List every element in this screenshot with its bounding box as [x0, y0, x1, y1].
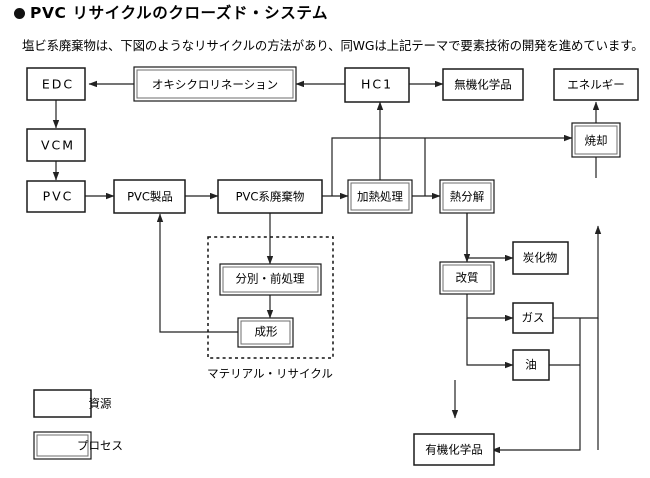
- node-pvc[interactable]: PVC: [26, 180, 86, 213]
- node-pvc-waste-label: PVC系廃棄物: [236, 190, 305, 204]
- node-molding[interactable]: 成形: [237, 317, 294, 348]
- node-sorting-pretreatment[interactable]: 分別・前処理: [219, 263, 322, 296]
- edge-pyrolysis-to-char: [466, 212, 514, 262]
- node-pyrolysis[interactable]: 熱分解: [439, 179, 495, 214]
- legend-process: プロセス: [33, 431, 123, 460]
- node-organic-chemicals[interactable]: 有機化学品: [413, 433, 495, 466]
- edge-reforming-to-oil: [466, 318, 514, 369]
- legend: 資源 プロセス: [33, 389, 123, 460]
- node-edc[interactable]: EDC: [26, 67, 86, 101]
- legend-resource-label: 資源: [89, 397, 112, 411]
- material-recycle-group: [207, 236, 334, 359]
- node-reforming-label: 改質: [456, 271, 479, 285]
- node-hcl[interactable]: HC1: [344, 67, 410, 103]
- edge-molding-to-product: [156, 213, 238, 333]
- node-energy-label: エネルギー: [567, 78, 625, 92]
- node-heat-treatment[interactable]: 加熱処理: [347, 179, 413, 214]
- filled-circle-icon: [14, 8, 25, 20]
- node-char[interactable]: 炭化物: [512, 241, 569, 275]
- node-inorganic-chemicals[interactable]: 無機化学品: [442, 68, 524, 101]
- edge-waste-to-incineration: [331, 134, 573, 196]
- node-oil[interactable]: 油: [512, 349, 550, 381]
- node-sorting-label: 分別・前処理: [236, 272, 305, 286]
- lead-paragraph: 塩ビ系廃棄物は、下図のようなリサイクルの方法があり、同WGは上記テーマで要素技術…: [22, 38, 644, 53]
- node-oxychlorination[interactable]: オキシクロリネーション: [133, 66, 297, 102]
- page-header: PVC リサイクルのクローズド・システム: [14, 4, 329, 22]
- node-pvc-product[interactable]: PVC製品: [113, 179, 186, 214]
- node-oil-label: 油: [525, 358, 537, 372]
- node-heat-treatment-label: 加熱処理: [357, 190, 403, 204]
- node-inorganic-label: 無機化学品: [454, 78, 512, 92]
- page-title: PVC リサイクルのクローズド・システム: [30, 4, 329, 22]
- legend-process-label: プロセス: [77, 439, 123, 453]
- node-incineration[interactable]: 焼却: [571, 122, 621, 158]
- node-pyrolysis-label: 熱分解: [450, 190, 485, 204]
- node-edc-label: EDC: [42, 77, 74, 92]
- node-molding-label: 成形: [255, 325, 278, 339]
- node-hcl-label: HC1: [361, 77, 393, 92]
- node-pvc-label: PVC: [43, 189, 74, 204]
- node-incineration-label: 焼却: [585, 134, 608, 148]
- node-pvc-product-label: PVC製品: [127, 190, 173, 204]
- node-gas[interactable]: ガス: [512, 302, 554, 334]
- node-energy[interactable]: エネルギー: [553, 68, 639, 101]
- node-oxychlorination-label: オキシクロリネーション: [152, 78, 278, 92]
- node-vcm-label: VCM: [41, 138, 75, 153]
- node-char-label: 炭化物: [523, 251, 558, 265]
- legend-resource: 資源: [33, 389, 112, 418]
- node-organic-label: 有機化学品: [425, 443, 483, 457]
- node-reforming[interactable]: 改質: [439, 261, 495, 295]
- node-pvc-waste[interactable]: PVC系廃棄物: [217, 179, 323, 214]
- node-gas-label: ガス: [522, 311, 545, 325]
- node-vcm[interactable]: VCM: [26, 128, 86, 162]
- material-recycle-caption: マテリアル・リサイクル: [207, 367, 333, 381]
- edge-rail-to-organic: [491, 318, 581, 454]
- connector-layer: [52, 80, 602, 454]
